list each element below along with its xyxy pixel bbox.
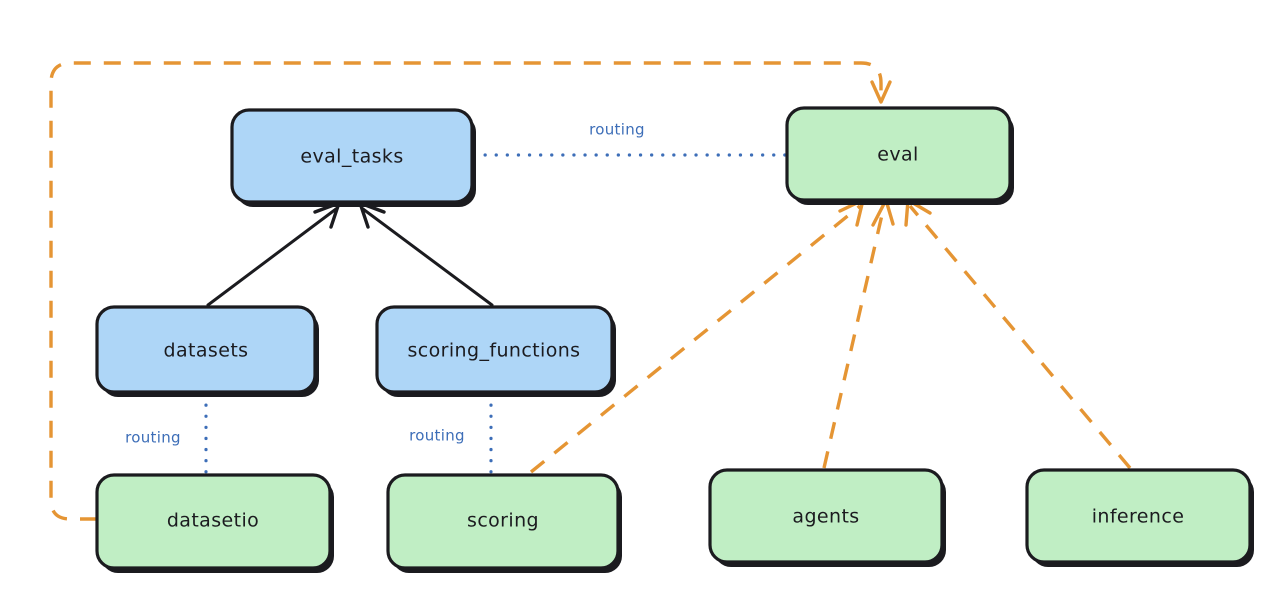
edge-datasetio-eval-arrowhead bbox=[870, 80, 892, 104]
edge-datasetio-eval[interactable] bbox=[49, 61, 892, 521]
node-datasets-body bbox=[95, 305, 317, 394]
edge-label-routing-eval: routing bbox=[589, 121, 645, 139]
node-agents[interactable]: agents bbox=[708, 468, 946, 567]
edge-datasets-eval_tasks[interactable] bbox=[206, 201, 341, 307]
edge-datasets-eval_tasks-path bbox=[206, 207, 338, 307]
edge-datasetio-eval-path bbox=[49, 61, 883, 521]
node-eval-label: eval bbox=[877, 144, 918, 166]
edge-inference-eval[interactable] bbox=[904, 198, 1132, 470]
node-scoring_functions-body bbox=[375, 305, 614, 394]
node-agents-label: agents bbox=[792, 506, 859, 528]
edge-eval_tasks-eval[interactable]: routing bbox=[472, 121, 787, 157]
edge-datasets-datasetio[interactable]: routing bbox=[125, 392, 208, 475]
node-scoring-body bbox=[386, 473, 620, 570]
node-eval[interactable]: eval bbox=[785, 106, 1014, 205]
node-datasetio[interactable]: datasetio bbox=[95, 473, 334, 573]
node-eval-body bbox=[785, 106, 1012, 202]
edge-scoring_functions-scoring[interactable]: routing bbox=[409, 392, 493, 475]
node-datasets[interactable]: datasets bbox=[95, 305, 319, 397]
edge-scoring-eval-path bbox=[529, 204, 862, 474]
node-datasets-label: datasets bbox=[164, 340, 249, 362]
node-inference-body bbox=[1025, 468, 1252, 564]
edge-scoring_functions-eval_tasks[interactable] bbox=[358, 201, 494, 307]
edge-inference-eval-path bbox=[908, 204, 1132, 470]
node-datasetio-body bbox=[95, 473, 332, 570]
node-eval_tasks[interactable]: eval_tasks bbox=[230, 108, 476, 207]
node-scoring[interactable]: scoring bbox=[386, 473, 622, 573]
edge-agents-eval-path bbox=[822, 205, 886, 469]
node-layer: eval_tasks eval datasets scoring_functio… bbox=[95, 106, 1254, 573]
node-scoring_functions-label: scoring_functions bbox=[408, 340, 581, 362]
node-datasetio-label: datasetio bbox=[167, 510, 259, 532]
node-scoring-label: scoring bbox=[467, 510, 539, 532]
node-agents-body bbox=[708, 468, 944, 564]
node-inference[interactable]: inference bbox=[1025, 468, 1254, 567]
edge-scoring_functions-eval_tasks-path bbox=[361, 207, 494, 307]
node-eval_tasks-label: eval_tasks bbox=[300, 146, 403, 168]
node-scoring_functions[interactable]: scoring_functions bbox=[375, 305, 616, 397]
edge-agents-eval[interactable] bbox=[822, 198, 895, 469]
edge-label-routing-scoring: routing bbox=[409, 427, 465, 445]
edge-label-routing-datasetio: routing bbox=[125, 429, 181, 447]
node-eval_tasks-body bbox=[230, 108, 474, 204]
node-inference-label: inference bbox=[1092, 506, 1185, 528]
